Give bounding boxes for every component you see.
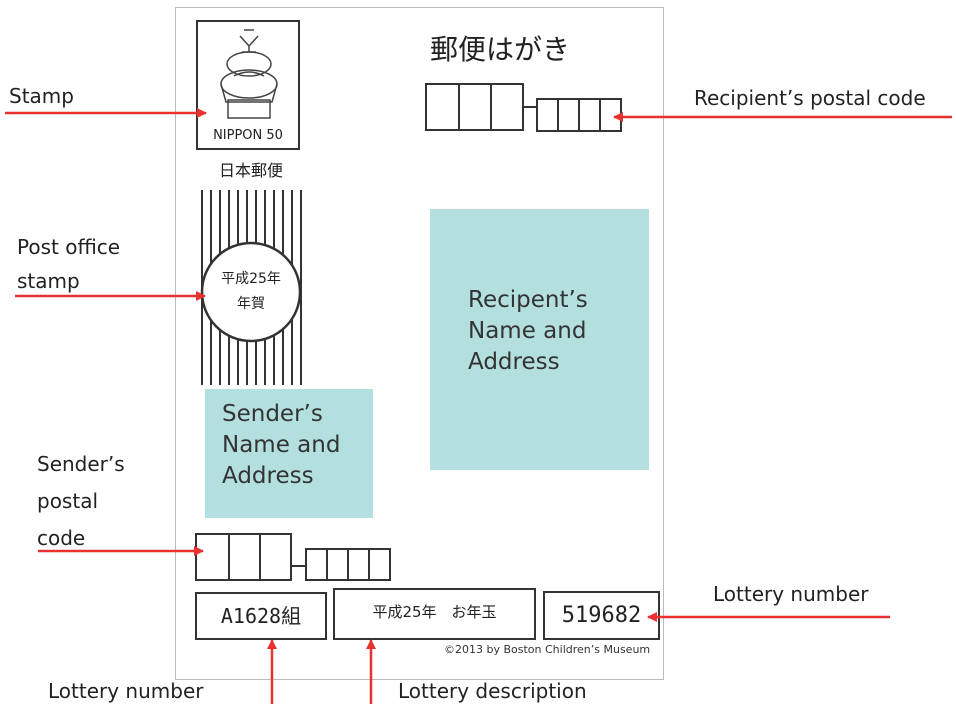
- recipient-line-2: Name and: [468, 318, 587, 344]
- label-lottery-description: Lottery description: [398, 679, 587, 703]
- lottery-description-box: 平成25年 お年玉: [333, 588, 536, 640]
- postal-service-name: 日本郵便: [219, 161, 284, 180]
- sender-line-2: Name and: [222, 432, 341, 458]
- postal-code-dash: [292, 565, 306, 567]
- sender-postal-code-main: [195, 533, 292, 581]
- label-stamp: Stamp: [9, 84, 74, 108]
- postmark-greeting: 年賀: [237, 296, 265, 312]
- label-sender-postal-code: Sender’s postal code: [37, 452, 125, 550]
- stamp: NIPPON 50: [196, 20, 300, 150]
- sender-address-area: Sender’s Name and Address: [205, 389, 373, 518]
- recipient-line-1: Recipent’s: [468, 287, 588, 313]
- label-lottery-number-bottom: Lottery number: [48, 679, 204, 703]
- postcard-title: 郵便はがき: [430, 33, 571, 66]
- lottery-number-box: 519682: [543, 591, 660, 640]
- sender-postal-code-sub: [305, 548, 391, 581]
- postcard: [175, 7, 664, 680]
- stamp-illustration-icon: [220, 29, 278, 119]
- postmark-date: 平成25年: [221, 271, 281, 287]
- recipient-line-3: Address: [468, 349, 560, 375]
- recipient-address-area: Recipent’s Name and Address: [430, 209, 649, 470]
- lottery-group-box: A1628組: [195, 592, 327, 640]
- sender-line-1: Sender’s: [222, 401, 323, 427]
- postal-code-dash: [524, 106, 537, 108]
- label-post-office-stamp: Post office stamp: [17, 235, 121, 293]
- copyright-notice: ©2013 by Boston Children’s Museum: [444, 643, 651, 656]
- sender-line-3: Address: [222, 463, 314, 489]
- label-lottery-number-right: Lottery number: [713, 582, 869, 606]
- stamp-text: NIPPON 50: [213, 128, 283, 143]
- label-recipient-postal-code: Recipient’s postal code: [694, 86, 926, 110]
- recipient-postal-code-main: [425, 83, 524, 131]
